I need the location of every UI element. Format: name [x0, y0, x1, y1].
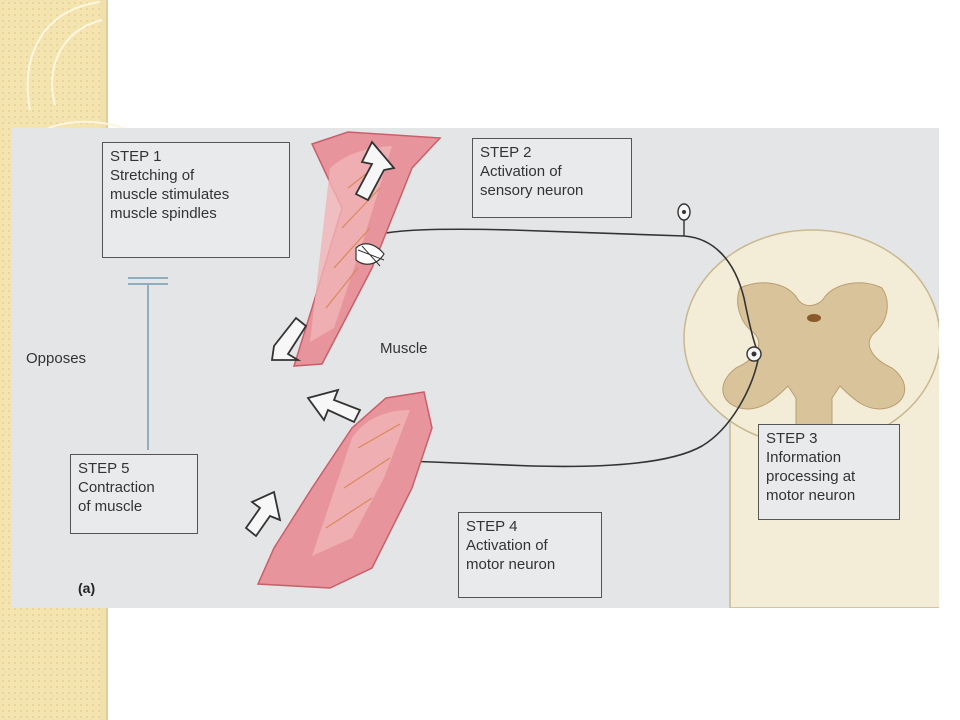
step1-line: muscle spindles [110, 205, 217, 222]
muscle-label: Muscle [380, 340, 428, 357]
step4-title: STEP 4 [466, 518, 518, 535]
step4-line: motor neuron [466, 556, 556, 573]
figure-letter: (a) [78, 580, 96, 596]
step3-title: STEP 3 [766, 430, 818, 447]
spinal-cord [683, 229, 939, 608]
step4-line: Activation of [466, 537, 548, 554]
stretch-arrows [270, 140, 396, 361]
step5-line: of muscle [78, 498, 143, 515]
stretch-arrow-down [270, 316, 308, 361]
step5-line: Contraction [78, 479, 155, 496]
step2-box: STEP 2 Activation of sensory neuron [472, 138, 632, 218]
contraction-arrow-bottom [244, 490, 282, 538]
contraction-arrows [244, 388, 362, 538]
step1-line: Stretching of [110, 167, 195, 184]
step2-title: STEP 2 [480, 144, 532, 161]
stretched-muscle [292, 131, 442, 367]
step1-line: muscle stimulates [110, 186, 230, 203]
step2-line: Activation of [480, 163, 562, 180]
step2-line: sensory neuron [480, 182, 584, 199]
contraction-arrow-top [306, 388, 362, 424]
contracted-muscle [256, 391, 433, 589]
step3-line: processing at [766, 468, 856, 485]
step5-title: STEP 5 [78, 460, 130, 477]
step5-box: STEP 5 Contraction of muscle [70, 454, 198, 534]
step3-line: motor neuron [766, 487, 856, 504]
opposes-connector [128, 277, 168, 450]
step3-box: STEP 3 Information processing at motor n… [758, 424, 900, 520]
reflex-arc-figure: STEP 1 Stretching of muscle stimulates m… [12, 128, 939, 608]
step1-box: STEP 1 Stretching of muscle stimulates m… [102, 142, 290, 258]
step1-title: STEP 1 [110, 148, 162, 165]
step4-box: STEP 4 Activation of motor neuron [458, 512, 602, 598]
step3-line: Information [766, 449, 842, 466]
opposes-label: Opposes [26, 350, 87, 367]
sensory-neuron [371, 203, 759, 354]
stretch-arrow-up [354, 140, 396, 202]
